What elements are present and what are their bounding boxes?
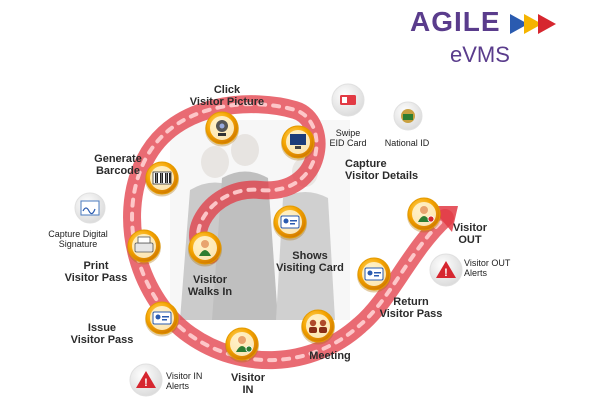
barcode-icon — [152, 171, 172, 185]
extra-visitor-out-alerts: ! — [429, 253, 463, 287]
step-issue-visitor-pass — [145, 301, 179, 337]
step-shows-visiting-card — [273, 205, 307, 241]
meeting-icon — [309, 319, 327, 333]
printer-icon — [134, 236, 154, 253]
step-generate-barcode — [145, 161, 179, 197]
visiting-card-icon — [280, 215, 300, 229]
warning-icon: ! — [436, 261, 456, 279]
logo-wordmark: AGILE — [410, 6, 501, 37]
computer-icon — [290, 134, 306, 149]
emblem-icon — [401, 109, 415, 123]
extra-swipe-eid — [331, 83, 365, 117]
svg-text:!: ! — [444, 267, 448, 279]
extra-capture-signature — [74, 192, 106, 224]
signature-icon — [80, 200, 100, 216]
step-capture-visitor-details — [281, 125, 315, 161]
eid-card-icon — [340, 95, 356, 105]
step-meeting — [301, 309, 335, 345]
logo-product: eVMS — [450, 42, 510, 67]
step-click-visitor-picture — [205, 111, 239, 147]
logo-arrows-icon — [510, 14, 556, 34]
step-print-visitor-pass — [127, 229, 161, 265]
extra-national-id — [393, 101, 423, 131]
step-visitor-in — [225, 327, 259, 363]
warning-icon: ! — [136, 371, 156, 389]
step-visitor-walks-in — [188, 231, 222, 267]
person-in-icon — [236, 336, 253, 353]
step-return-visitor-pass — [357, 257, 391, 293]
visitor-badge-icon — [152, 311, 172, 325]
label-meeting: Meeting — [309, 350, 351, 362]
person-walking-icon — [199, 240, 211, 256]
card-reader-icon — [364, 267, 384, 281]
extra-visitor-in-alerts: ! — [129, 363, 163, 397]
webcam-icon — [216, 120, 228, 136]
agile-evms-logo: AGILE eVMS — [410, 6, 590, 70]
svg-text:!: ! — [144, 377, 148, 389]
label-national-id: National ID — [384, 138, 430, 148]
step-visitor-out — [407, 197, 441, 233]
person-out-icon — [418, 206, 435, 223]
